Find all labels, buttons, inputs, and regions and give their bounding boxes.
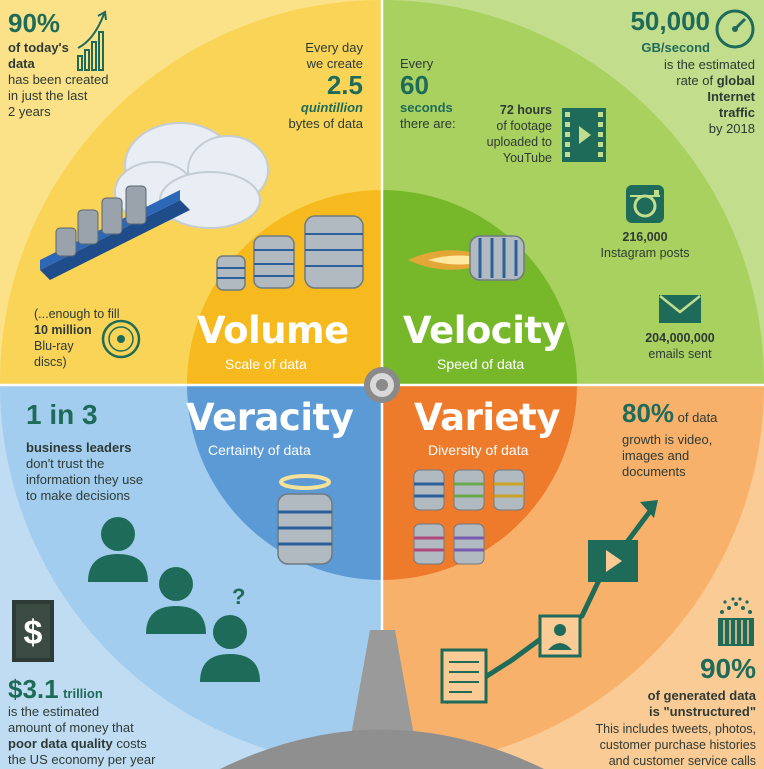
veracity-stat1-line4: to make decisions — [26, 488, 131, 503]
variety-stat2-line3: This includes tweets, photos, — [595, 722, 757, 736]
speedometer-icon — [715, 9, 755, 49]
volume-stat2-value: 2.5 — [326, 70, 363, 100]
instagram-icon — [626, 185, 664, 223]
email-line1: 204,000,000 — [645, 331, 715, 345]
film-strip-icon — [562, 108, 606, 162]
document-icon — [440, 648, 488, 704]
velocity-stat2-value: 60 — [400, 70, 429, 100]
veracity-inner — [187, 385, 382, 580]
veracity-title: Veracity — [186, 396, 354, 439]
veracity-stat2-line2: amount of money that — [8, 720, 134, 735]
growth-arrow-icon — [440, 500, 658, 705]
youtube-line2: of footage — [496, 119, 552, 133]
business-leaders-icon: ? — [88, 517, 260, 682]
velocity-stat2-line2: seconds — [400, 100, 453, 115]
volume-subtitle: Scale of data — [225, 356, 307, 372]
volume-stat3-line4: discs) — [34, 355, 67, 369]
growth-chart-icon — [77, 10, 107, 71]
dollar-card-icon: $ — [12, 600, 54, 662]
velocity-title: Velocity — [403, 309, 566, 352]
colored-databases-icon — [413, 469, 525, 565]
variety-stat2-line4: customer purchase histories — [599, 738, 756, 752]
volume-stat1-line1: of today's — [8, 40, 69, 55]
envelope-icon — [659, 295, 701, 323]
volume-stat3-line2: 10 million — [34, 323, 92, 337]
unstructured-data-icon — [718, 597, 754, 646]
bluray-disc-icon — [101, 319, 141, 359]
variety-stat2-line1: of generated data — [647, 688, 756, 703]
volume-stat1-line5: 2 years — [8, 104, 51, 119]
veracity-stat1-line1: business leaders — [26, 440, 132, 455]
volume-stat1-value: 90% — [8, 8, 61, 38]
volume-stat2-unit: quintillion — [300, 100, 363, 115]
velocity-stat1-unit: GB/second — [641, 40, 710, 55]
variety-title: Variety — [414, 396, 560, 439]
velocity-stat1-line4: traffic — [718, 105, 755, 120]
variety-stat2-line2: is "unstructured" — [649, 704, 756, 719]
velocity-stat1-line2: rate of global — [676, 73, 755, 88]
instagram-line2: Instagram posts — [600, 246, 690, 260]
veracity-stat1-line3: information they use — [26, 472, 144, 487]
velocity-stat1-line3: Internet — [707, 89, 755, 104]
veracity-stat1-value: 1 in 3 — [26, 399, 98, 430]
svg-text:$: $ — [24, 614, 43, 652]
volume-stat1-line4: in just the last — [8, 88, 88, 103]
database-halo-icon — [277, 474, 333, 565]
volume-stat3-line1: (...enough to fill — [34, 307, 120, 321]
veracity-stat2-line4: the US economy per year — [8, 752, 156, 767]
velocity-stat2-line3: there are: — [400, 116, 456, 131]
variety-stat1-line3: images and — [622, 448, 690, 463]
velocity-inner — [382, 190, 577, 385]
volume-stat3-line3: Blu-ray — [34, 339, 74, 353]
email-line2: emails sent — [648, 347, 712, 361]
youtube-line3: uploaded to — [486, 135, 552, 149]
volume-stat1-line3: has been created — [8, 72, 109, 87]
volume-stat2-line2: we create — [306, 56, 363, 71]
veracity-stat2-line1: is the estimated — [8, 704, 100, 719]
youtube-line1: 72 hours — [499, 103, 552, 117]
veracity-stat2-headline: $3.1 trillion — [8, 674, 103, 704]
variety-stat2-line5: and customer service calls — [608, 754, 756, 768]
volume-title: Volume — [197, 309, 349, 352]
velocity-stat1-line1: is the estimated — [663, 57, 755, 72]
velocity-stat1-value: 50,000 — [630, 6, 710, 36]
svg-text:?: ? — [232, 584, 245, 609]
variety-stat2-value: 90% — [699, 653, 756, 684]
velocity-stat2-line1: Every — [400, 56, 434, 71]
variety-stat1-line1: 80% of data — [622, 398, 718, 428]
variety-stat1-line2: growth is video, — [622, 432, 713, 447]
veracity-stat2-line3: poor data quality costs — [8, 736, 147, 751]
youtube-line4: YouTube — [502, 151, 552, 165]
volume-stat2-line3: bytes of data — [288, 116, 363, 131]
instagram-line1: 216,000 — [622, 230, 668, 244]
velocity-stat1-line5: by 2018 — [708, 121, 755, 136]
veracity-stat1-line2: don't trust the — [26, 456, 105, 471]
velocity-subtitle: Speed of data — [437, 356, 525, 372]
veracity-subtitle: Certainty of data — [208, 442, 311, 458]
variety-stat1-line4: documents — [622, 464, 686, 479]
volume-stat1-line2: data — [8, 56, 35, 71]
speeding-database-icon — [408, 235, 525, 281]
variety-subtitle: Diversity of data — [428, 442, 529, 458]
volume-stat2-line1: Every day — [305, 40, 363, 55]
database-stacks-icon — [216, 215, 364, 291]
cloud-conveyor-icon — [40, 122, 269, 280]
